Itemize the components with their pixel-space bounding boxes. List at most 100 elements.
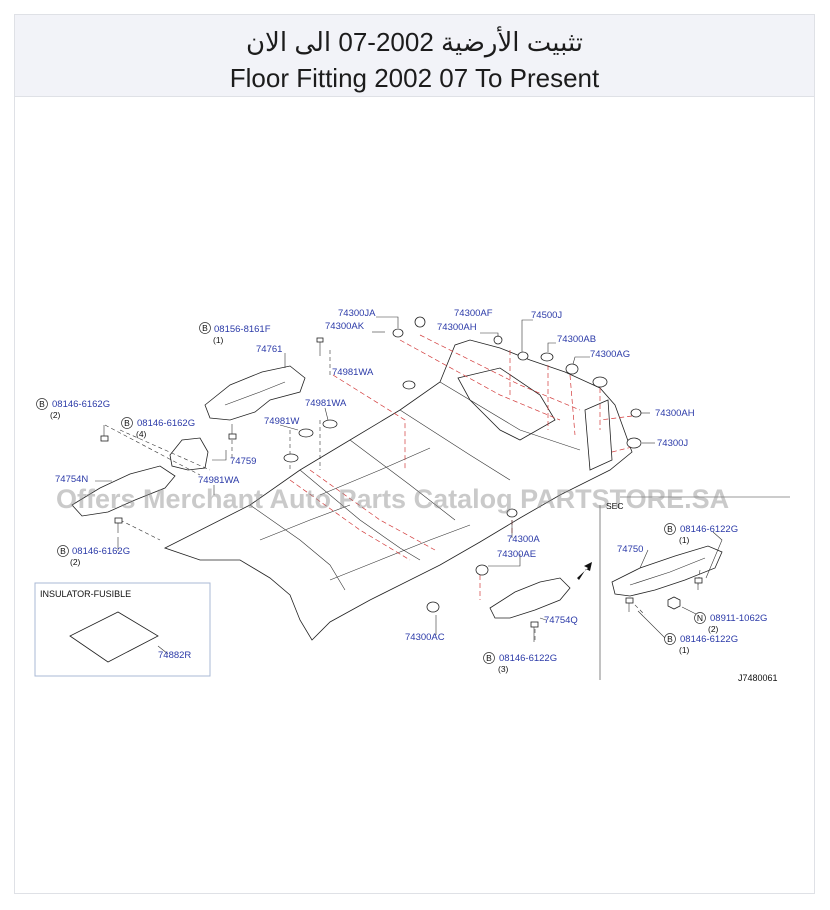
reference-lines bbox=[289, 334, 641, 600]
floor-pan bbox=[163, 339, 633, 641]
bolt-icon bbox=[114, 517, 123, 533]
bolt-quantity: (4) bbox=[136, 429, 147, 439]
bolt-prefix-circle bbox=[483, 652, 495, 664]
clip-icon bbox=[392, 328, 404, 338]
bolt-part-number: 08146-6122G bbox=[680, 524, 738, 535]
bolt-prefix-circle bbox=[664, 523, 676, 535]
bolt-part-number: 08146-6122G bbox=[499, 653, 557, 664]
bolt-prefix: B bbox=[667, 634, 673, 644]
callout-74981W[interactable]: 74981W bbox=[264, 416, 299, 427]
bolt-quantity: (3) bbox=[498, 664, 509, 674]
part-74759[interactable] bbox=[169, 437, 209, 471]
callout-74754Q[interactable]: 74754Q bbox=[544, 615, 578, 626]
clip-icon bbox=[626, 437, 642, 449]
callout-74500J[interactable]: 74500J bbox=[531, 310, 562, 321]
clip-icon bbox=[592, 376, 608, 388]
clip-icon bbox=[426, 601, 440, 613]
fasteners bbox=[100, 316, 703, 642]
detail-arrow-icon bbox=[577, 562, 592, 580]
section-code: SEC bbox=[606, 501, 623, 511]
callout-74300AF[interactable]: 74300AF bbox=[454, 308, 493, 319]
page-title-arabic: تثبيت الأرضية 2002-07 الى الان bbox=[245, 27, 584, 57]
bolt-icon bbox=[625, 597, 634, 612]
bolt-prefix-circle bbox=[36, 398, 48, 410]
bolt-part-number: 08156-8161F bbox=[214, 324, 271, 335]
bolt-prefix-circle bbox=[121, 417, 133, 429]
bolt-prefix-circle bbox=[199, 322, 211, 334]
diagram-code: J7480061 bbox=[738, 673, 778, 683]
bolt-quantity: (2) bbox=[70, 557, 81, 567]
callout-74754N[interactable]: 74754N bbox=[55, 474, 88, 485]
bolt-icon bbox=[100, 425, 109, 442]
bolt-ref-3[interactable]: B 08146-6162G (2) bbox=[57, 545, 131, 568]
bolt-icon bbox=[316, 337, 324, 356]
bolt-ref-5[interactable]: N 08911-1062G (2) bbox=[694, 612, 768, 635]
bolt-icon bbox=[228, 424, 237, 440]
bolt-prefix-circle bbox=[664, 633, 676, 645]
part-74761[interactable] bbox=[204, 365, 306, 421]
bolt-icon bbox=[694, 577, 703, 590]
bolt-prefix: B bbox=[60, 546, 66, 556]
clip-icon bbox=[565, 363, 579, 375]
bolt-ref-7[interactable]: B 08146-6122G (3) bbox=[483, 652, 558, 675]
clip-icon bbox=[540, 352, 554, 362]
bolt-ref-4[interactable]: B 08146-6122G (1) bbox=[664, 523, 739, 546]
inset-insulator-fusible: INSULATOR-FUSIBLE bbox=[34, 582, 211, 677]
callout-74300AC[interactable]: 74300AC bbox=[405, 632, 445, 643]
bolt-prefix: B bbox=[667, 524, 673, 534]
bolt-prefix-circle bbox=[57, 545, 69, 557]
bolt-part-number: 08146-6162G bbox=[52, 399, 110, 410]
bolt-part-number: 08146-6162G bbox=[137, 418, 195, 429]
diagram-frame: تثبيت الأرضية 2002-07 الى الان Floor Fit… bbox=[14, 14, 815, 894]
clip-icon bbox=[283, 453, 299, 463]
bolt-prefix: N bbox=[697, 613, 703, 623]
callout-74300J[interactable]: 74300J bbox=[657, 438, 688, 449]
callout-74981WA-3[interactable]: 74981WA bbox=[198, 475, 240, 486]
callout-74300A[interactable]: 74300A bbox=[507, 534, 540, 545]
nut-icon bbox=[667, 596, 681, 610]
callout-74300AK[interactable]: 74300AK bbox=[325, 321, 365, 332]
bolt-ref-0[interactable]: B 08156-8161F (1) bbox=[199, 322, 271, 346]
clip-icon bbox=[402, 380, 416, 390]
callout-74750[interactable]: 74750 bbox=[617, 544, 643, 555]
clip-icon bbox=[298, 428, 314, 438]
bolt-ref-2[interactable]: B 08146-6162G (4) bbox=[121, 417, 196, 440]
bolt-ref-6[interactable]: B 08146-6122G (1) bbox=[664, 633, 739, 656]
bolt-quantity: (1) bbox=[679, 535, 690, 545]
callout-74300AB[interactable]: 74300AB bbox=[557, 334, 596, 345]
clip-icon bbox=[493, 335, 503, 345]
clip-icon bbox=[517, 351, 529, 361]
part-74754N[interactable] bbox=[71, 465, 176, 517]
bolt-part-number: 08911-1062G bbox=[710, 613, 767, 624]
callout-74300AE[interactable]: 74300AE bbox=[497, 549, 536, 560]
callout-74300AH-2[interactable]: 74300AH bbox=[655, 408, 695, 419]
page-title-english: Floor Fitting 2002 07 To Present bbox=[229, 63, 600, 93]
part-74754Q[interactable] bbox=[489, 577, 571, 619]
bolt-icon bbox=[530, 621, 539, 642]
callout-74759[interactable]: 74759 bbox=[230, 456, 256, 467]
bolt-prefix: B bbox=[202, 323, 208, 333]
bolt-part-number: 08146-6122G bbox=[680, 634, 738, 645]
clip-icon bbox=[414, 316, 426, 328]
callout-74300AH[interactable]: 74300AH bbox=[437, 322, 477, 333]
bolt-ref-1[interactable]: B 08146-6162G (2) bbox=[36, 398, 111, 421]
callout-74300AG[interactable]: 74300AG bbox=[590, 349, 630, 360]
clip-icon bbox=[506, 508, 518, 518]
callout-74981WA-1[interactable]: 74981WA bbox=[332, 367, 374, 378]
bolt-part-number: 08146-6162G bbox=[72, 546, 130, 557]
bolt-prefix: B bbox=[486, 653, 492, 663]
leader-lines bbox=[95, 316, 723, 655]
callout-labels: 74300JA 74300AF 74500J 74300AK 74300AH 7… bbox=[55, 308, 695, 661]
callout-74761[interactable]: 74761 bbox=[256, 344, 282, 355]
inset-title: INSULATOR-FUSIBLE bbox=[40, 589, 131, 599]
clip-icon bbox=[322, 419, 338, 429]
bolt-prefix: B bbox=[124, 418, 130, 428]
callout-74882R[interactable]: 74882R bbox=[158, 650, 191, 661]
callout-74300JA[interactable]: 74300JA bbox=[338, 308, 376, 319]
callout-74981WA-2[interactable]: 74981WA bbox=[305, 398, 347, 409]
watermark: Offers Merchant Auto Parts Catalog PARTS… bbox=[56, 484, 729, 514]
part-74750[interactable] bbox=[611, 545, 723, 597]
bolt-quantity: (2) bbox=[50, 410, 61, 420]
bolt-quantity: (2) bbox=[708, 624, 719, 634]
